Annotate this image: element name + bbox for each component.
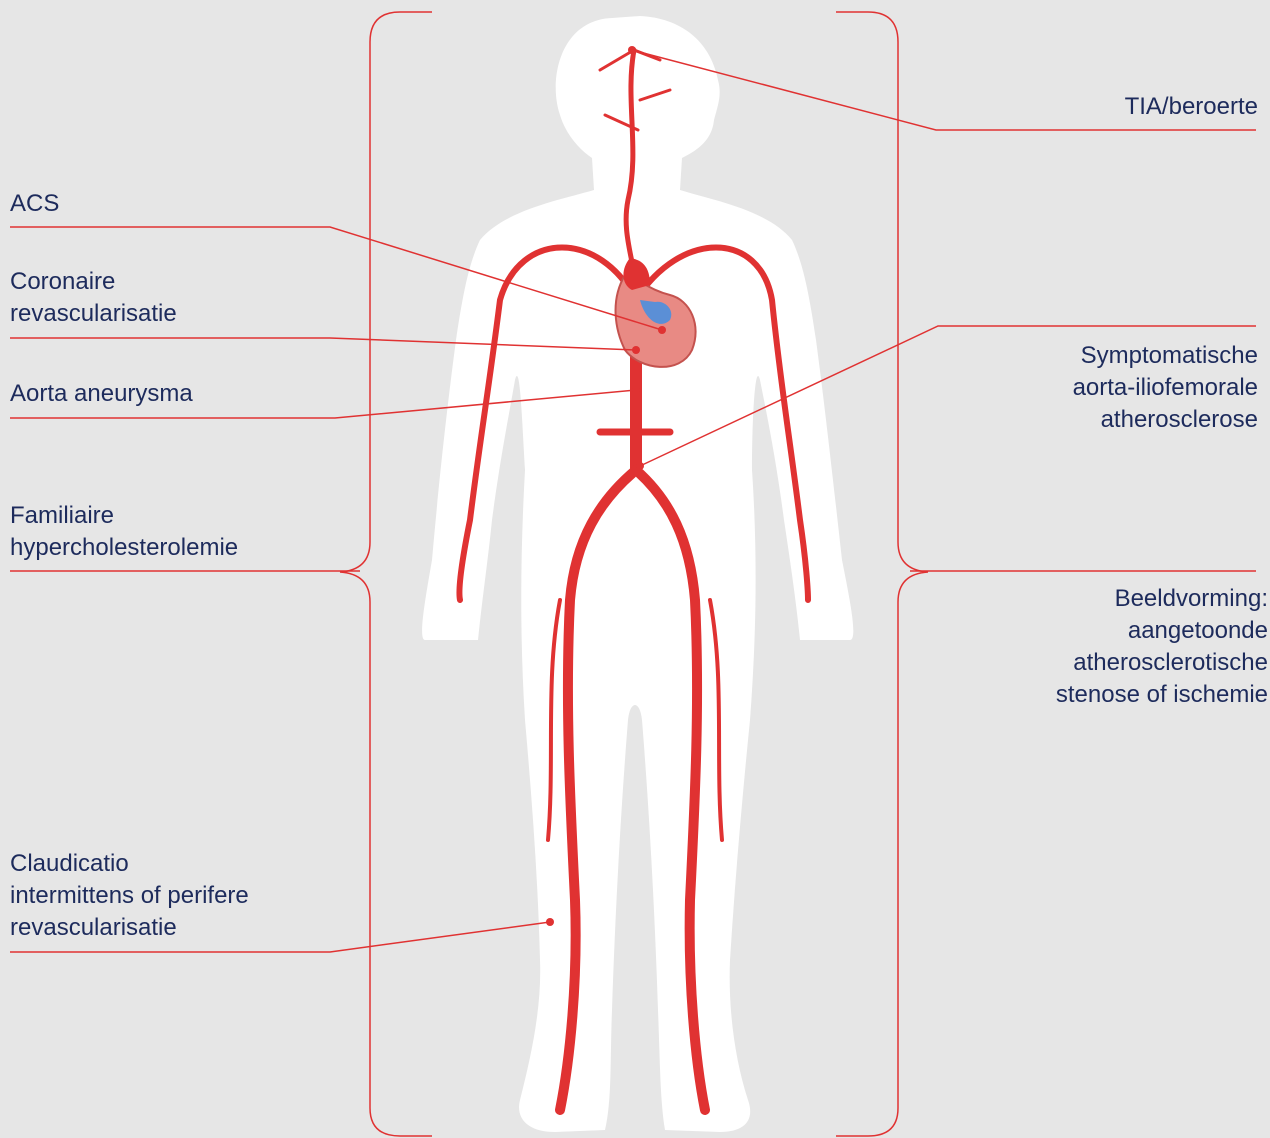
label-acs: ACS (10, 188, 59, 220)
marker-dot-tia (628, 46, 636, 54)
bracket-left-group (340, 12, 432, 1136)
body-silhouette (422, 16, 853, 1132)
marker-dot-aorta (632, 386, 640, 394)
marker-dot-symptomatische (636, 462, 644, 470)
label-claudicatio: Claudicatio intermittens of perifere rev… (10, 848, 249, 944)
label-aorta-aneurysma: Aorta aneurysma (10, 378, 193, 410)
label-familiaire-hypercholesterolemie: Familiaire hypercholesterolemie (10, 500, 238, 564)
marker-dot-coronaire (632, 346, 640, 354)
bracket-right-group (836, 12, 928, 1136)
label-coronaire-revascularisatie: Coronaire revascularisatie (10, 266, 177, 330)
label-symptomatische: Symptomatische aorta-iliofemorale athero… (1073, 340, 1258, 436)
label-beeldvorming: Beeldvorming: aangetoonde atheroscleroti… (1056, 583, 1268, 711)
marker-dot-claudicatio (546, 918, 554, 926)
marker-dot-acs (658, 326, 666, 334)
label-tia-beroerte: TIA/beroerte (1125, 91, 1258, 123)
